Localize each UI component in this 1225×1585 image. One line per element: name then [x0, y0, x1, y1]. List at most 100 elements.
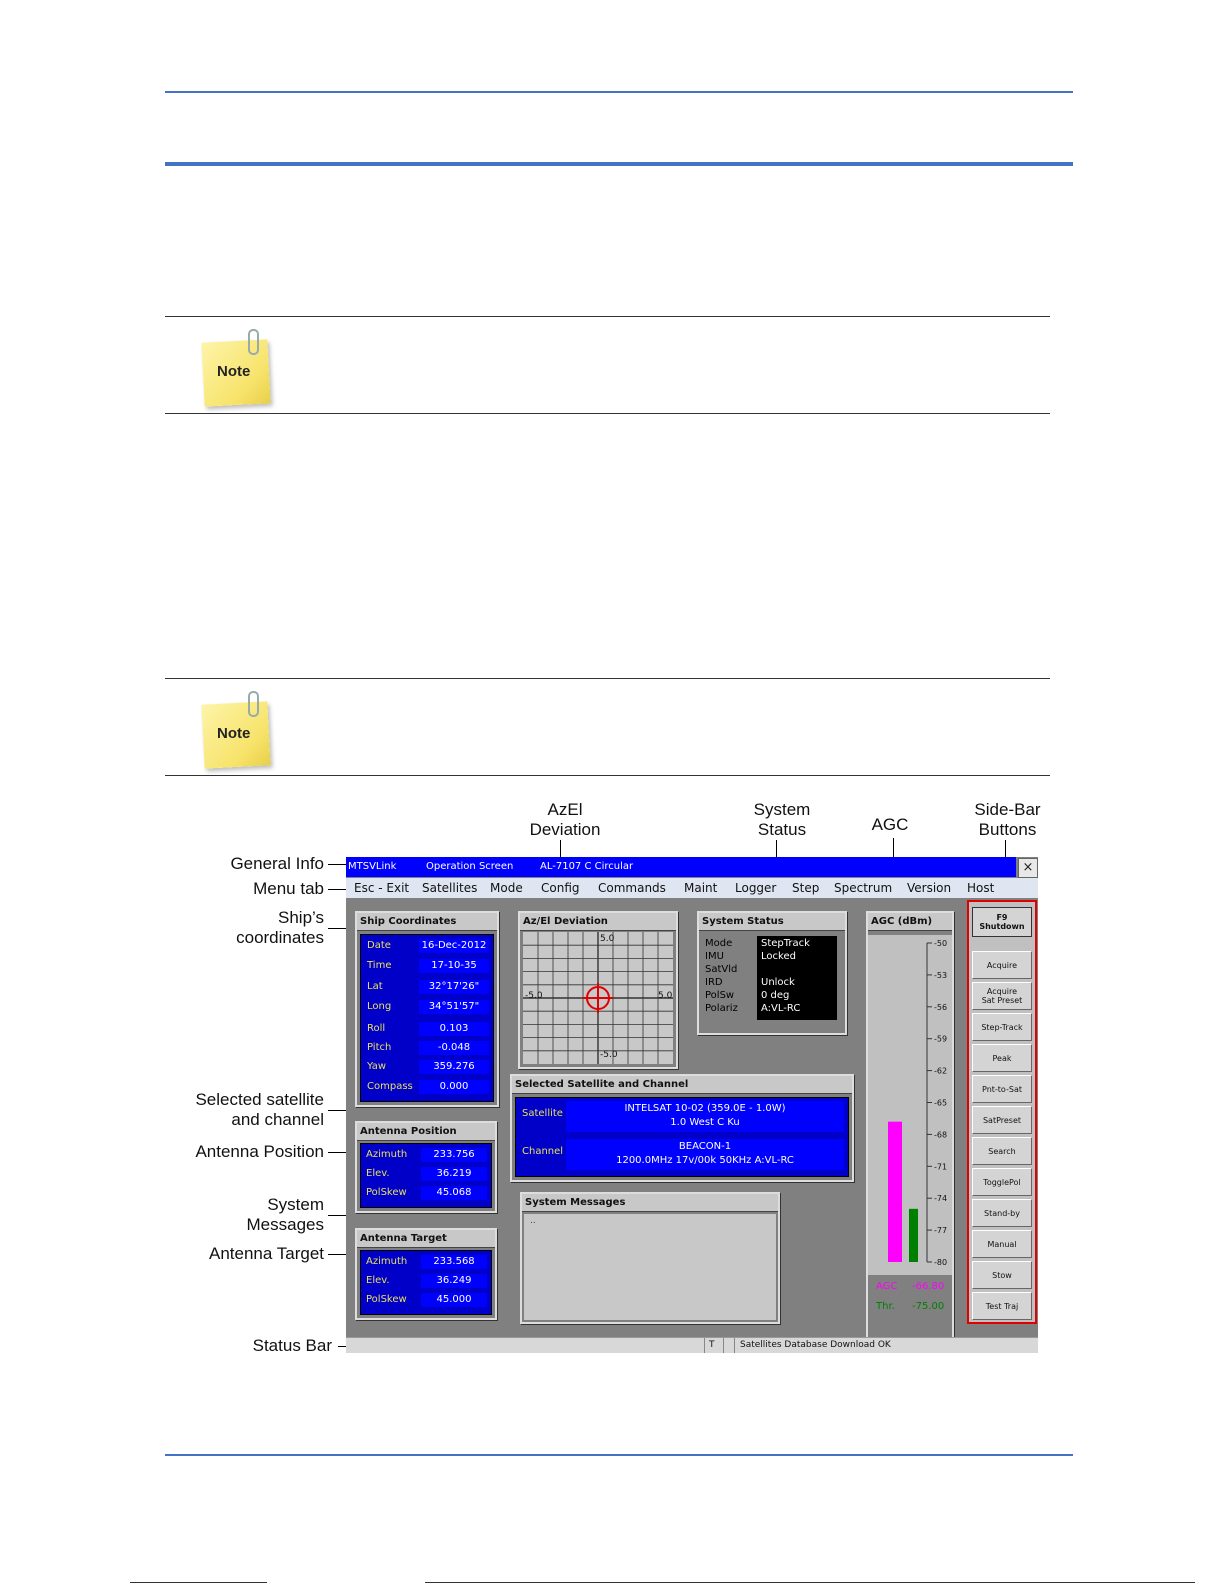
ship-coordinates-values: Date 16-Dec-2012 Time 17-10-35 Lat 32°17… [360, 934, 494, 1102]
threshold-readout-label: Thr. [876, 1301, 895, 1312]
paperclip-icon [248, 691, 259, 717]
channel-label: Channel [522, 1146, 564, 1157]
panel-title: Az/El Deviation [520, 913, 676, 931]
stow-button[interactable]: Stow [972, 1261, 1032, 1289]
target-azimuth-value: 233.568 [421, 1255, 487, 1269]
f9-shutdown-button[interactable]: F9 Shutdown [972, 907, 1032, 937]
leader-line [328, 889, 353, 890]
note-label: Note [217, 725, 251, 742]
azel-deviation-grid [523, 932, 673, 1064]
antenna-target-values: Azimuth 233.568 Elev. 36.249 PolSkew 45.… [360, 1250, 492, 1315]
panel-title: Antenna Position [357, 1123, 495, 1141]
note-label: Note [217, 363, 251, 380]
threshold-readout-value: -75.00 [912, 1301, 945, 1312]
acquire-button[interactable]: Acquire [972, 951, 1032, 979]
leader-line [328, 1254, 360, 1255]
status-label-mode: Mode [705, 938, 733, 949]
satpreset-button[interactable]: SatPreset [972, 1106, 1032, 1134]
callout-antenna-position: Antenna Position [195, 1142, 324, 1161]
callout-menu-tab: Menu tab [253, 879, 324, 898]
target-elevation-value: 36.249 [421, 1274, 487, 1288]
agc-tick-label: -77 [934, 1226, 947, 1235]
status-value-polsw: 0 deg [761, 990, 790, 1001]
menu-item-version[interactable]: Version [907, 881, 952, 895]
status-label-polsw: PolSw [705, 990, 735, 1001]
peak-button[interactable]: Peak [972, 1044, 1032, 1072]
callout-ships-coordinates: Ship’s coordinates [236, 908, 324, 947]
acquire-sat-preset-button[interactable]: Acquire Sat Preset [972, 982, 1032, 1010]
screen-name: Operation Screen [426, 861, 514, 872]
status-label-polariz: Polariz [705, 1003, 738, 1014]
menu-item-logger[interactable]: Logger [735, 881, 777, 895]
agc-tick-label: -56 [934, 1003, 947, 1012]
selected-satellite-values: Satellite INTELSAT 10-02 (359.0E - 1.0W)… [515, 1097, 849, 1177]
callout-antenna-target: Antenna Target [209, 1244, 324, 1263]
status-value-imu: Locked [761, 951, 796, 962]
menu-item-satellites[interactable]: Satellites [422, 881, 478, 895]
callout-sidebar-buttons: Side-Bar Buttons [974, 800, 1041, 839]
antenna-position-values: Azimuth 233.756 Elev. 36.219 PolSkew 45.… [360, 1143, 492, 1208]
header-rule-bottom [165, 162, 1073, 166]
roll-value: 0.103 [419, 1022, 489, 1036]
panel-title: Selected Satellite and Channel [512, 1076, 852, 1094]
menu-item-step[interactable]: Step [792, 881, 820, 895]
elevation-value: 36.219 [421, 1167, 487, 1181]
agc-tick-label: -71 [934, 1162, 947, 1171]
footer-rule [165, 1454, 1073, 1456]
app-name: MTSVLink [348, 861, 397, 872]
agc-tick-label: -62 [934, 1067, 947, 1076]
status-label-imu: IMU [705, 951, 724, 962]
menu-item-maint[interactable]: Maint [684, 881, 718, 895]
date-value: 16-Dec-2012 [419, 939, 489, 953]
azimuth-value: 233.756 [421, 1148, 487, 1162]
pnt-to-sat-button[interactable]: Pnt-to-Sat [972, 1075, 1032, 1103]
menu-item-host[interactable]: Host [967, 881, 995, 895]
agc-meter: -50-53-56-59-62-65-68-71-74-77-80 [868, 935, 952, 1275]
status-bar: T Satellites Database Download OK [346, 1337, 1038, 1353]
callout-selected-satellite: Selected satellite and channel [195, 1090, 324, 1129]
azel-deviation-panel: Az/El Deviation 5.0 -5.0 -5.0 5.0 [518, 911, 678, 1069]
agc-tick-label: -65 [934, 1099, 947, 1108]
agc-tick-label: -50 [934, 939, 947, 948]
latitude-value: 32°17'26" [419, 980, 489, 994]
agc-tick-label: -74 [934, 1194, 947, 1203]
menu-item-commands[interactable]: Commands [598, 881, 666, 895]
note-box: Note [165, 678, 1050, 776]
status-value-mode: StepTrack [761, 938, 810, 949]
agc-panel: AGC (dBm) -50-53-56-59-62-65-68-71-74-77… [866, 911, 954, 1339]
yaw-value: 359.276 [419, 1060, 489, 1074]
azel-tick-left: -5.0 [525, 991, 543, 1001]
manual-button[interactable]: Manual [972, 1230, 1032, 1258]
leader-line [328, 864, 348, 865]
system-messages-panel: System Messages .. [520, 1192, 780, 1324]
menu-item-spectrum[interactable]: Spectrum [834, 881, 893, 895]
menu-item-mode[interactable]: Mode [490, 881, 523, 895]
agc-readout-label: AGC [876, 1281, 898, 1292]
paperclip-icon [248, 329, 259, 355]
time-value: 17-10-35 [419, 959, 489, 973]
panel-title: AGC (dBm) [868, 913, 952, 931]
togglepol-button[interactable]: TogglePol [972, 1168, 1032, 1196]
search-button[interactable]: Search [972, 1137, 1032, 1165]
footer-rule-small-left [130, 1582, 267, 1583]
step-track-button[interactable]: Step-Track [972, 1013, 1032, 1041]
status-value-ird: Unlock [761, 977, 795, 988]
menu-item-config[interactable]: Config [541, 881, 580, 895]
footer-rule-small-right [425, 1582, 1195, 1583]
menu-item-esc-exit[interactable]: Esc - Exit [354, 881, 410, 895]
panel-title: Antenna Target [357, 1230, 495, 1248]
status-values-box [757, 936, 837, 1020]
status-flag: T [709, 1340, 715, 1350]
selected-satellite-panel: Selected Satellite and Channel Satellite… [510, 1074, 854, 1182]
pitch-value: -0.048 [419, 1041, 489, 1055]
agc-tick-label: -68 [934, 1130, 947, 1139]
system-messages-log: .. [524, 1214, 776, 1320]
close-button[interactable]: × [1018, 858, 1038, 878]
agc-readout-value: -66.80 [912, 1281, 945, 1292]
azel-tick-bottom: -5.0 [600, 1050, 618, 1060]
stand-by-button[interactable]: Stand-by [972, 1199, 1032, 1227]
status-label-satvld: SatVld [705, 964, 738, 975]
note-box: Note [165, 316, 1050, 414]
menu-bar: Esc - Exit Satellites Mode Config Comman… [346, 878, 1038, 898]
test-traj-button[interactable]: Test Traj [972, 1292, 1032, 1320]
